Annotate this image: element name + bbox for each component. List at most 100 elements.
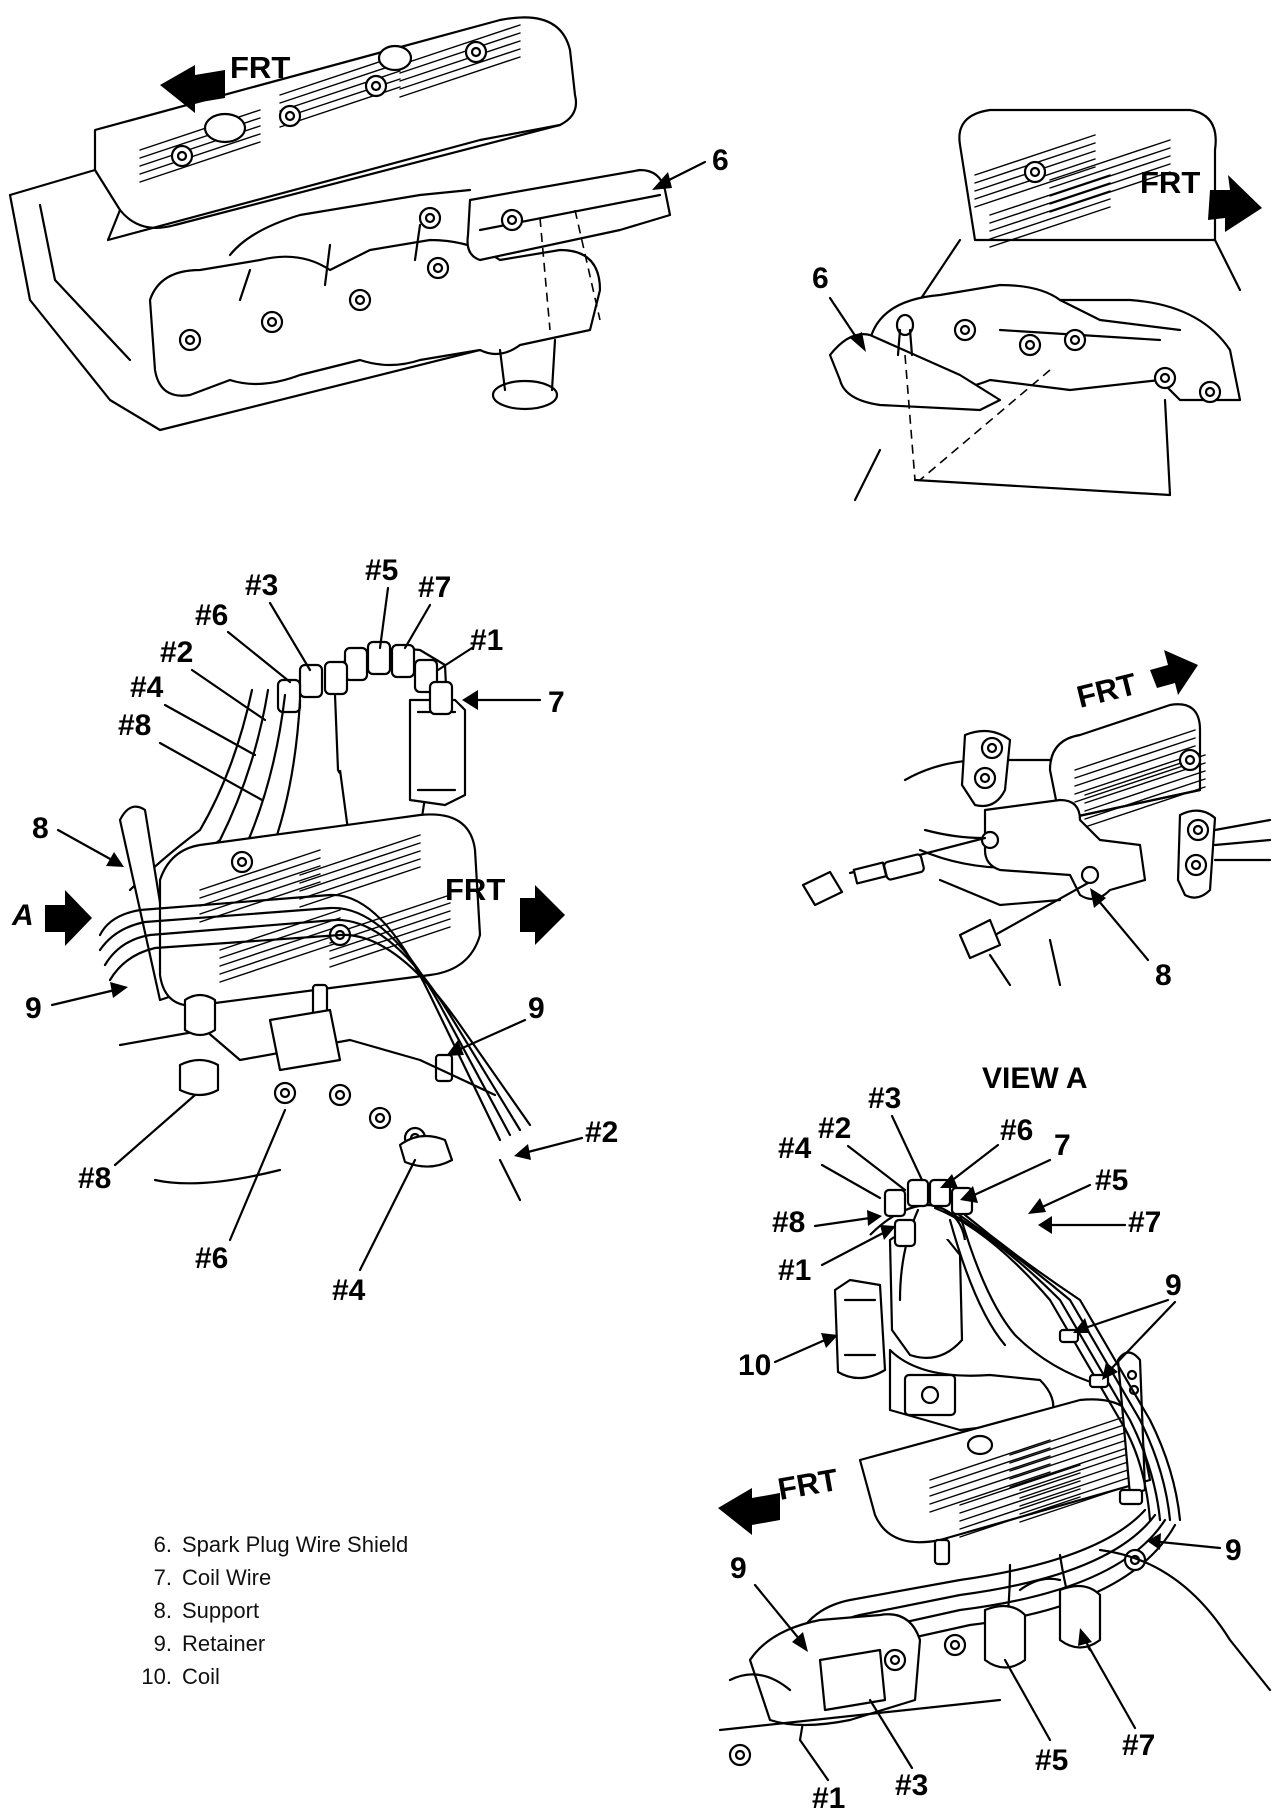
svg-text:FRT: FRT	[230, 50, 290, 85]
legend-item-text: Coil Wire	[182, 1565, 272, 1590]
svg-text:#8: #8	[118, 709, 151, 742]
exhaust-manifold	[148, 238, 602, 397]
svg-text:#5: #5	[365, 554, 398, 587]
callout-wire-3: #3	[868, 1698, 928, 1802]
svg-text:#6: #6	[195, 1242, 228, 1275]
svg-text:6: 6	[712, 144, 729, 177]
svg-text:#7: #7	[1128, 1206, 1161, 1239]
spark-plug-wire-shield	[466, 168, 672, 262]
callout-retainer: 9	[25, 982, 128, 1025]
svg-text:8: 8	[1155, 959, 1172, 992]
callout-wire-4: #4	[130, 671, 257, 757]
legend-item-text: Spark Plug Wire Shield	[182, 1532, 409, 1557]
callout-wire-1: #1	[798, 1738, 845, 1810]
callout-coil-wire: 7	[462, 686, 565, 719]
panel-distributor-routing: FRT A #3 #5 #7 #6 #1 #2	[11, 554, 618, 1307]
legend-item: 9. Retainer	[120, 1627, 540, 1660]
legend-item-text: Support	[182, 1598, 260, 1623]
svg-text:FRT: FRT	[775, 1462, 840, 1507]
callout-support: 8	[32, 812, 124, 867]
svg-text:#1: #1	[470, 624, 503, 657]
callout-wire-6: #6	[195, 1108, 287, 1275]
panel-support-bracket: FRT 8	[801, 650, 1272, 992]
callout-wire-1: #1	[778, 1225, 896, 1287]
retainer-clip	[1118, 1488, 1144, 1506]
callout-retainer: 9	[446, 992, 545, 1056]
callout-wire-2: #2	[818, 1112, 907, 1192]
valve-cover	[158, 813, 482, 1007]
callout-wire-3: #3	[245, 569, 312, 672]
legend-item-number: 9.	[153, 1631, 172, 1656]
svg-text:#4: #4	[332, 1274, 366, 1307]
callout-wire-8: #8	[772, 1206, 882, 1239]
svg-text:#3: #3	[868, 1082, 901, 1115]
panel-left-side-shield: FRT 6	[8, 16, 729, 432]
view-a-marker: A	[11, 890, 92, 946]
front-direction-arrow: FRT	[718, 1462, 841, 1535]
svg-text:#5: #5	[1095, 1164, 1128, 1197]
svg-text:9: 9	[1225, 1534, 1242, 1567]
retainer-clip	[933, 1538, 951, 1566]
front-direction-arrow: FRT	[1140, 165, 1262, 232]
callout-wire-6: #6	[195, 599, 292, 684]
callout-wire-4: #4	[332, 1158, 417, 1307]
callout-wire-7: #7	[1078, 1628, 1155, 1762]
callout-coil-wire: 7	[960, 1129, 1071, 1203]
svg-text:6: 6	[812, 262, 829, 295]
callout-wire-6: #6	[940, 1114, 1033, 1188]
svg-text:#7: #7	[418, 571, 451, 604]
callout-wire-7: #7	[1038, 1206, 1161, 1239]
mounting-bolt	[895, 313, 915, 357]
callout-coil: 10	[738, 1333, 838, 1382]
svg-text:#7: #7	[1122, 1729, 1155, 1762]
callout-wire-5: #5	[1003, 1658, 1068, 1777]
svg-text:#6: #6	[195, 599, 228, 632]
callout-wire-8: #8	[78, 1093, 197, 1195]
svg-text:#2: #2	[585, 1116, 618, 1149]
svg-text:FRT: FRT	[1140, 165, 1200, 200]
svg-text:#4: #4	[778, 1132, 812, 1165]
callout-wire-7: #7	[403, 571, 451, 650]
svg-text:#3: #3	[245, 569, 278, 602]
callout-wire-1: #1	[436, 624, 503, 672]
callout-support: 8	[1090, 888, 1172, 992]
legend-item-text: Retainer	[182, 1631, 266, 1656]
front-direction-arrow: FRT	[445, 872, 565, 945]
panel-view-a: VIEW A	[718, 1062, 1272, 1810]
svg-text:#2: #2	[818, 1112, 851, 1145]
svg-text:FRT: FRT	[445, 872, 505, 907]
svg-text:9: 9	[528, 992, 545, 1025]
ignition-coil	[408, 698, 467, 807]
legend-item-number: 6.	[153, 1532, 172, 1557]
svg-text:#5: #5	[1035, 1744, 1068, 1777]
parts-legend: 6. Spark Plug Wire Shield 7. Coil Wire 8. Sup…	[120, 1528, 540, 1693]
svg-text:#1: #1	[812, 1782, 845, 1810]
svg-text:9: 9	[730, 1552, 747, 1585]
callout-wire-2: #2	[160, 636, 267, 722]
svg-text:FRT: FRT	[1073, 666, 1140, 715]
bracket-bolt	[801, 836, 987, 907]
svg-text:#4: #4	[130, 671, 164, 704]
panel-right-side-shield: FRT 6	[812, 108, 1262, 502]
callout-shield: 6	[812, 262, 866, 352]
svg-text:10: 10	[738, 1349, 771, 1382]
callout-wire-4: #4	[778, 1132, 882, 1200]
callout-wire-2: #2	[514, 1116, 618, 1160]
legend-item-number: 8.	[153, 1598, 172, 1623]
legend-item: 7. Coil Wire	[120, 1561, 540, 1594]
svg-text:8: 8	[32, 812, 49, 845]
legend-item: 6. Spark Plug Wire Shield	[120, 1528, 540, 1561]
svg-text:7: 7	[1054, 1129, 1071, 1162]
svg-text:9: 9	[1165, 1269, 1182, 1302]
callout-retainer: 9	[1073, 1269, 1182, 1380]
bracket-bolt	[958, 881, 1090, 960]
svg-text:#6: #6	[1000, 1114, 1033, 1147]
callout-retainer: 9	[1147, 1533, 1242, 1567]
legend-item: 8. Support	[120, 1594, 540, 1627]
legend-item-number: 7.	[153, 1565, 172, 1590]
callout-wire-8: #8	[118, 709, 264, 802]
spark-plug-wire-shield	[828, 333, 1002, 412]
callout-wire-3: #3	[868, 1082, 924, 1182]
svg-text:#3: #3	[895, 1769, 928, 1802]
